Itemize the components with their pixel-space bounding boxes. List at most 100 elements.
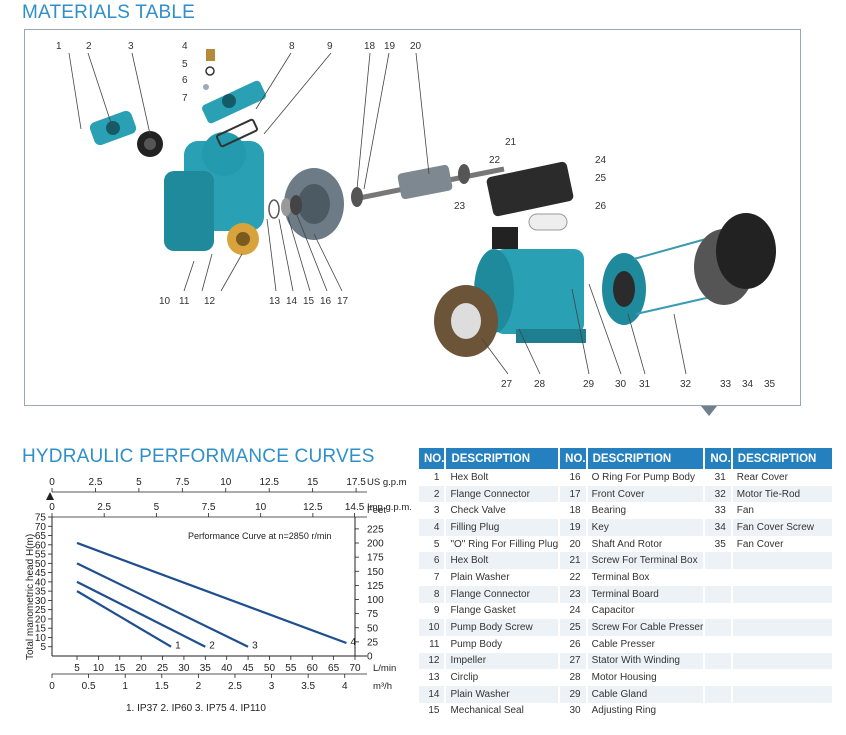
callout-31: 31 xyxy=(639,379,651,390)
series-line-1 xyxy=(76,590,172,648)
x-tick-label: 20 xyxy=(136,663,148,674)
y-tick-label: 40 xyxy=(35,577,47,588)
x-tick-label: 25 xyxy=(157,663,169,674)
feet-tick-label: 225 xyxy=(367,524,384,535)
callout-35: 35 xyxy=(764,379,776,390)
callout-2: 2 xyxy=(86,41,92,52)
part-number: 21 xyxy=(559,552,588,570)
part-number: 14 xyxy=(419,685,447,703)
part-description: O Ring For Pump Body xyxy=(586,469,706,486)
callout-11: 11 xyxy=(179,296,190,307)
part-number: 25 xyxy=(559,619,588,636)
usgpm-tick-label: 10 xyxy=(220,477,232,488)
chart-axes: 5101520253035404550556065707502550751001… xyxy=(35,477,412,692)
part-number: 5 xyxy=(419,535,447,553)
part-description: Cable Presser xyxy=(586,635,706,653)
part-number xyxy=(704,635,733,653)
part-description: Motor Tie-Rod xyxy=(731,485,834,503)
terminal-box-illustration xyxy=(486,161,574,249)
callout-18: 18 xyxy=(364,41,376,52)
x-axis-unit: L/min xyxy=(373,663,396,674)
part-description xyxy=(731,552,834,570)
part-number: 17 xyxy=(559,485,588,503)
y-axis-arrow xyxy=(46,492,54,500)
callout-3: 3 xyxy=(128,41,134,52)
callout-22: 22 xyxy=(489,155,501,166)
part-number: 22 xyxy=(559,569,588,586)
header-desc-1: DESCRIPTION xyxy=(445,448,561,469)
shaft-rotor-illustration xyxy=(351,164,505,207)
part-number: 3 xyxy=(419,502,447,520)
feet-tick-label: 125 xyxy=(367,581,384,592)
feet-tick-label: 200 xyxy=(367,539,384,550)
m3h-tick-label: 3 xyxy=(269,681,275,692)
exploded-pump-diagram: 1 2 3 4 5 6 7 8 9 10 11 12 13 14 15 16 1… xyxy=(56,41,776,390)
y-tick-label: 70 xyxy=(35,522,47,533)
callout-33: 33 xyxy=(720,379,732,390)
header-no-2: NO. xyxy=(559,448,588,469)
part-description xyxy=(731,635,834,653)
part-description: Flange Connector xyxy=(445,485,561,503)
y-tick-label: 55 xyxy=(35,550,47,561)
materials-title: MATERIALS TABLE xyxy=(22,2,195,23)
series-line-3 xyxy=(76,562,249,648)
x-tick-label: 60 xyxy=(307,663,319,674)
usgpm-tick-label: 12.5 xyxy=(259,477,279,488)
y-tick-label: 20 xyxy=(35,614,47,625)
part-description: Pump Body Screw xyxy=(445,619,561,636)
part-number: 30 xyxy=(559,702,588,720)
x-tick-label: 50 xyxy=(264,663,276,674)
part-description: Filling Plug xyxy=(445,519,561,536)
part-number: 19 xyxy=(559,519,588,536)
callout-25: 25 xyxy=(595,173,607,184)
x-tick-label: 5 xyxy=(74,663,80,674)
callout-14: 14 xyxy=(286,296,298,307)
feet-tick-label: 25 xyxy=(367,637,379,648)
usgpm-tick-label: 15 xyxy=(307,477,319,488)
part-description xyxy=(731,669,834,686)
m3h-tick-label: 4 xyxy=(342,681,348,692)
usgpm-axis-unit: US g.p.m xyxy=(367,477,407,488)
m3h-tick-label: 1 xyxy=(122,681,128,692)
part-number: 26 xyxy=(559,635,588,653)
y-tick-label: 45 xyxy=(35,568,47,579)
x-tick-label: 30 xyxy=(178,663,190,674)
usgpm-tick-label: 17.5 xyxy=(346,477,366,488)
callout-9: 9 xyxy=(327,41,333,52)
callout-23: 23 xyxy=(454,201,466,212)
part-number: 7 xyxy=(419,569,447,586)
part-description: Motor Housing xyxy=(586,669,706,686)
x-tick-label: 70 xyxy=(349,663,361,674)
y-tick-label: 75 xyxy=(35,513,47,524)
part-number: 24 xyxy=(559,602,588,620)
part-number xyxy=(704,652,733,670)
part-number: 6 xyxy=(419,552,447,570)
part-description: Terminal Board xyxy=(586,585,706,603)
part-description: Circlip xyxy=(445,669,561,686)
callout-26: 26 xyxy=(595,201,607,212)
callout-24: 24 xyxy=(595,155,607,166)
callout-20: 20 xyxy=(410,41,422,52)
part-description xyxy=(731,585,834,603)
part-description: Capacitor xyxy=(586,602,706,620)
y-tick-label: 65 xyxy=(35,531,47,542)
part-description: Flange Gasket xyxy=(445,602,561,620)
part-number xyxy=(704,569,733,586)
part-number: 28 xyxy=(559,669,588,686)
feet-tick-label: 175 xyxy=(367,553,384,564)
part-description: Cable Gland xyxy=(586,685,706,703)
part-number xyxy=(704,619,733,636)
part-number: 16 xyxy=(559,469,588,486)
callout-34: 34 xyxy=(742,379,754,390)
part-description: Stator With Winding xyxy=(586,652,706,670)
callout-12: 12 xyxy=(204,296,216,307)
y-tick-label: 35 xyxy=(35,587,47,598)
impgpm-tick-label: 2.5 xyxy=(97,502,111,513)
